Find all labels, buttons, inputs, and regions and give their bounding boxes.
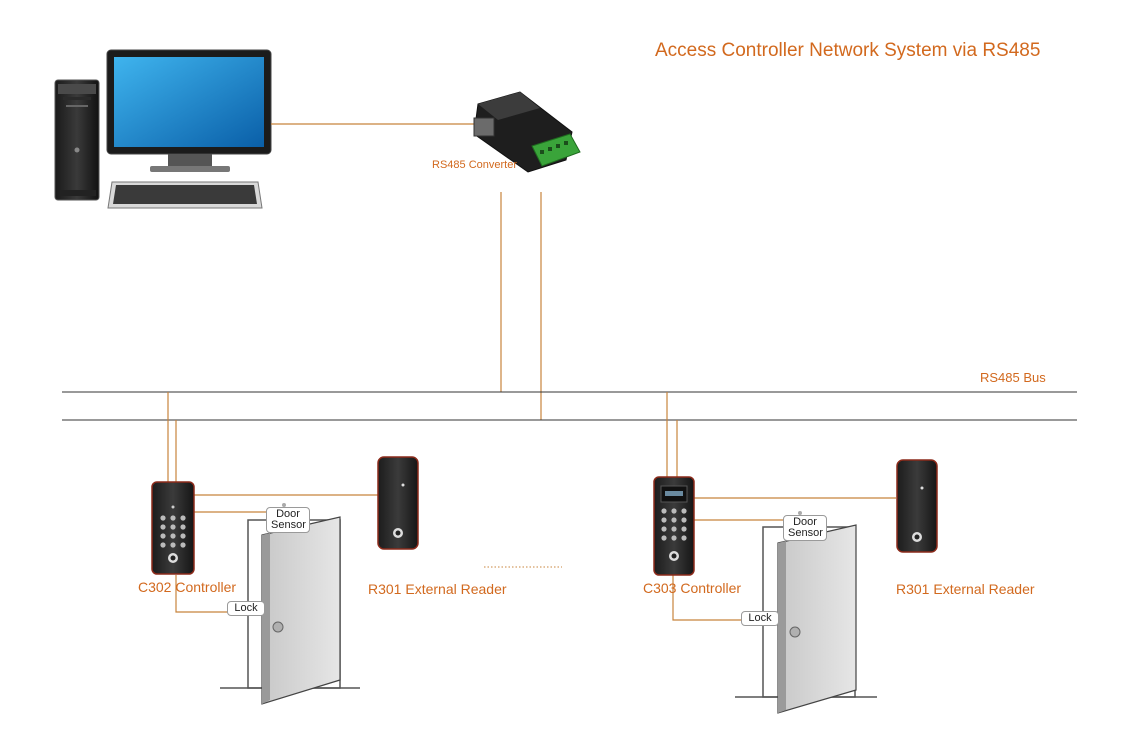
diagram-title: Access Controller Network System via RS4… [655,40,1041,61]
door-sensor-tag-left: Door Sensor [266,507,310,533]
keyboard [107,181,263,209]
r301-reader-right-label: R301 External Reader [896,581,1035,597]
monitor [106,49,272,172]
rs485-bus [62,391,1077,421]
door-sensor-tag-right: Door Sensor [783,515,827,541]
pc-tower [54,79,100,201]
door-sensor-pin-right [798,511,802,515]
r301-reader-left [377,456,419,550]
computer [54,49,272,209]
lock-tag-right: Lock [741,611,779,626]
door-sensor-pin-left [282,503,286,507]
c1-to-lock-wire [175,575,229,613]
c302-controller [151,481,195,575]
r301-reader-left-label: R301 External Reader [368,581,507,597]
c302-controller-label: C302 Controller [138,579,237,595]
lock-tag-left: Lock [227,601,265,616]
bus-label: RS485 Bus [980,370,1046,385]
c2-to-lock-wire [672,575,743,621]
converter-label: RS485 Converter [432,159,517,171]
rs485-converter [473,91,581,173]
r301-reader-right [896,459,938,553]
c303-controller-label: C303 Controller [643,580,742,596]
c303-controller [653,476,695,576]
